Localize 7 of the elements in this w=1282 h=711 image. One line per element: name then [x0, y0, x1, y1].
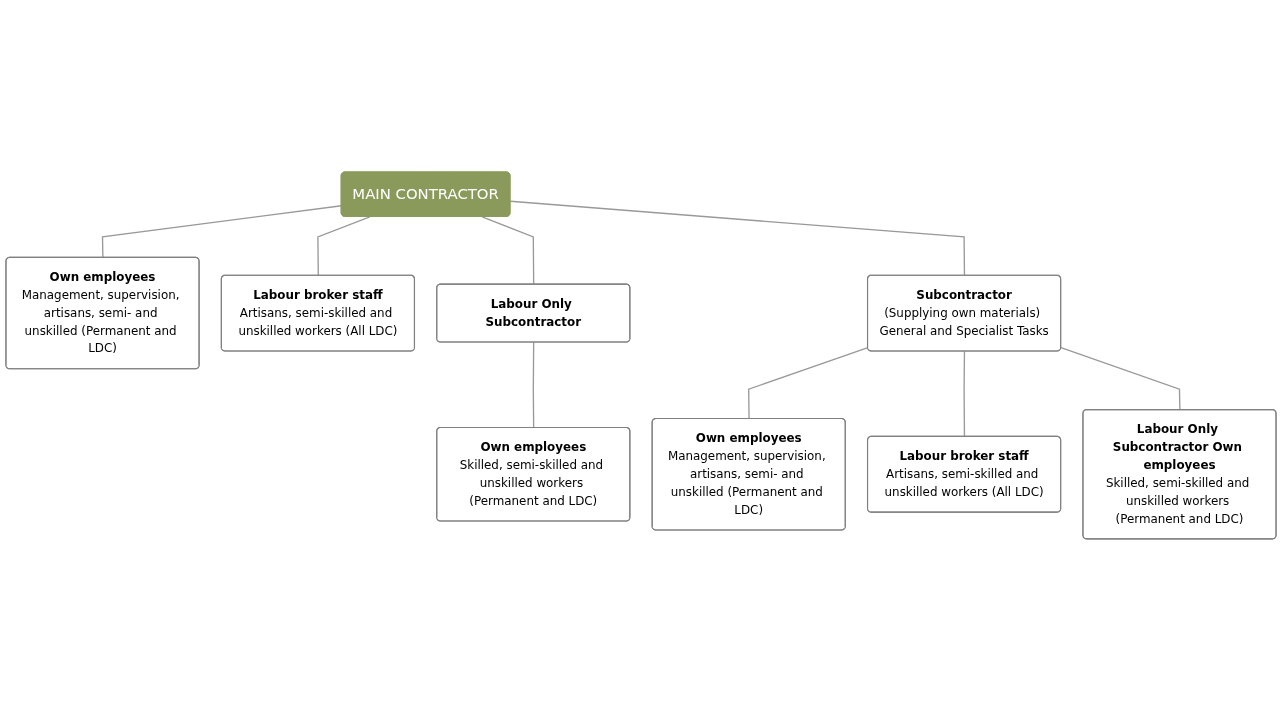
- connector: [101, 205, 343, 259]
- connector: [1060, 346, 1181, 411]
- connector: [532, 341, 535, 429]
- connector: [963, 350, 966, 438]
- connector: [481, 216, 535, 286]
- connector: [509, 200, 966, 277]
- connector: [748, 346, 869, 420]
